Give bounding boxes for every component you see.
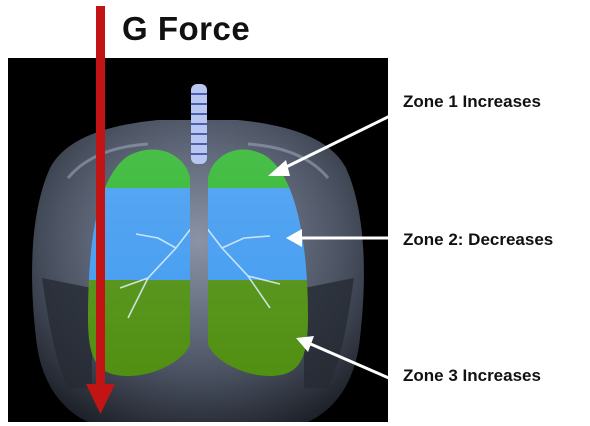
- zone-3-label: Zone 3 Increases: [403, 366, 541, 386]
- zone-2-label: Zone 2: Decreases: [403, 230, 553, 250]
- trachea: [191, 84, 207, 164]
- lung-image-panel: [8, 58, 388, 422]
- g-force-title: G Force: [122, 10, 250, 48]
- zone-1-label: Zone 1 Increases: [403, 92, 541, 112]
